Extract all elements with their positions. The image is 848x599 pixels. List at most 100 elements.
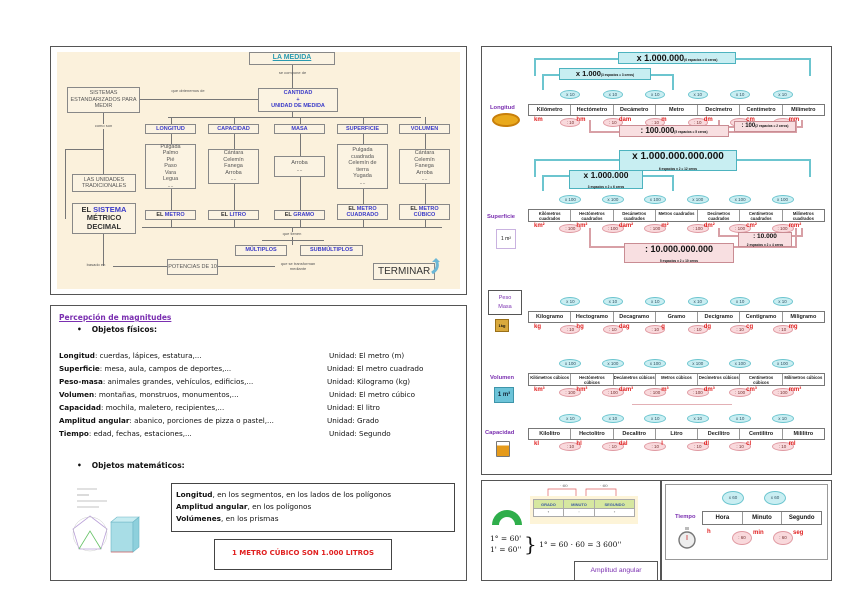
magnitude-row: Amplitud angular: abanico, porciones de … [59,416,459,426]
connector-line [262,240,324,241]
superficie-big-multiplier-value: x 1.000.000.000.000 [632,151,724,162]
unit-minuto: Minuto [743,512,783,524]
divide-oval: : 10 [686,442,709,451]
unit-cell: Milímetro [791,107,816,113]
magnitude-row: Volumen: montañas, monstruos, monumentos… [59,390,459,400]
longitud-mid-multiplier-value: x 1.000 [575,69,601,78]
si-prefix: EL [156,211,164,218]
unit-symbol: dam [618,117,632,123]
connector-line [103,234,104,266]
submultiples-text: SUBMÚLTIPLOS [310,247,353,254]
unit-cell: Decagramo [614,312,656,322]
divide-oval: : 100 [644,388,667,397]
map-title: LA MEDIDA [272,54,312,62]
unit-cell: Kilómetro [529,105,572,115]
decimal-metric-system-box: EL SISTEMA MÉTRICO DECIMAL [72,203,136,234]
traditional-unit: .... [167,182,174,189]
multiply-oval: x 10 [601,414,624,423]
unit-segundo: Segundo [788,515,815,521]
math-magnitude: Volúmenes [176,514,221,523]
si-prefix: EL [284,211,292,218]
traditional-unit: Pulgada [352,147,373,153]
unit-text: Unidad: Segundo [329,429,391,438]
traditional-unit: Cántara [414,150,435,157]
traditional-unit: Paso [164,163,177,170]
time-label: Tiempo [675,514,696,520]
si-prefix: EL [410,205,418,212]
unit-text: UNIDAD DE MEDIDA [271,103,325,110]
traditional-unit: .... [296,166,303,173]
multiply-oval: x 10 [686,414,709,423]
traditional-unit: Yugada [353,173,372,179]
unit-symbol: m [661,117,667,123]
formula-result: 1° = 60 · 60 = 3 600'' [539,539,622,549]
traditional-unit: Pié [166,156,175,163]
multiply-oval: x 100 [771,359,794,368]
traditional-unit: tierra [356,166,369,173]
multiply-oval: x 10 [560,90,581,99]
formula-line-1: 1° = 60' [490,534,522,543]
examples-text: : cuerdas, lápices, estatura,... [94,351,202,360]
unit-cell: Decímetros cuadrados [698,210,741,221]
superficie-big-multiplier-note: 6 espacios x 2 = 12 ceros [658,167,698,171]
divide-oval: : 10 [772,325,793,334]
unit-symbol: cg [746,324,754,330]
divide-oval: : 10 [602,118,623,127]
unit-symbol: km³ [534,387,545,393]
unit-cell: Kilómetros cuadrados [529,210,572,221]
traditional-unit: Celemín de [348,160,377,166]
multiples-text: MÚLTIPLOS [245,247,277,254]
category-volumen: VOLUMEN [399,124,450,134]
math-context: , en los segmentos, en los lados de los … [212,490,392,499]
unit-text: Unidad: El litro [327,403,380,412]
time-units-row: Hora Minuto Segundo [702,511,822,525]
math-magnitude: Longitud [176,490,213,499]
magnitude-row: Capacidad: mochila, maletero, recipiente… [59,403,459,413]
unit-hora: Hora [703,512,743,524]
traditional-unit: Celemín [223,156,244,163]
multiply-oval: x 10 [687,90,708,99]
longitud-small-divisor-value: : 100 [741,123,756,129]
multiply-oval: x 10 [602,297,623,306]
divide-oval: : 100 [559,388,582,397]
unit-text: Unidad: El metro (m) [329,351,405,360]
divide-oval: : 100 [601,224,624,233]
connector-line [292,65,293,88]
unit-symbol: l [661,441,663,447]
map-title-box: LA MEDIDA [249,52,335,65]
unit-cell: Kilómetros cúbicos [529,374,572,385]
traditional-units-box: LAS UNIDADES TRADICIONALES [72,174,136,192]
connector-line [218,266,275,267]
magnitude-name: Tiempo [59,429,89,438]
multiply-oval: x 10 [730,90,751,99]
divide-oval: : 100 [686,388,709,397]
si-unit-name: METRO CÚBICO [413,205,439,219]
multiply-oval: x 10 [772,297,793,306]
finish-button[interactable]: TERMINAR [373,258,441,280]
math-objects-box: Longitud, en los segmentos, en los lados… [171,483,455,532]
standard-systems-box: SISTEMAS ESTANDARIZADOS PARA MEDIR [67,87,140,113]
si-unit-name: METRO [164,211,185,218]
divide-oval: : 10 [771,442,794,451]
si-unit-box: EL GRAMO [274,210,325,220]
multiply-oval: x 10 [771,414,794,423]
unit-cell: Hectómetros cúbicos [571,374,614,385]
traditional-unit: Vara [164,169,177,176]
magnitude-examples: Capacidad: mochila, maletero, recipiente… [59,403,224,412]
longitud-small-divisor: : 100(2 espacios = 2 ceros) [734,121,796,132]
si-unit-label: EL LITRO [221,212,246,219]
divide-oval: : 100 [559,224,582,233]
divide-oval: : 100 [686,224,709,233]
traditional-unit: Legua [162,176,179,183]
angular-amplitude-panel: · 60 · 60 GRADO MINUTO SEGUNDO ° ' '' 1°… [481,480,661,581]
math-object-line: Longitud, en los segmentos, en los lados… [176,489,450,501]
divider [632,404,732,405]
magnitude-row: Tiempo: edad, fechas, estaciones,...Unid… [59,429,459,439]
unit-symbol: kl [534,441,540,447]
header-grado: GRADO [533,499,564,509]
